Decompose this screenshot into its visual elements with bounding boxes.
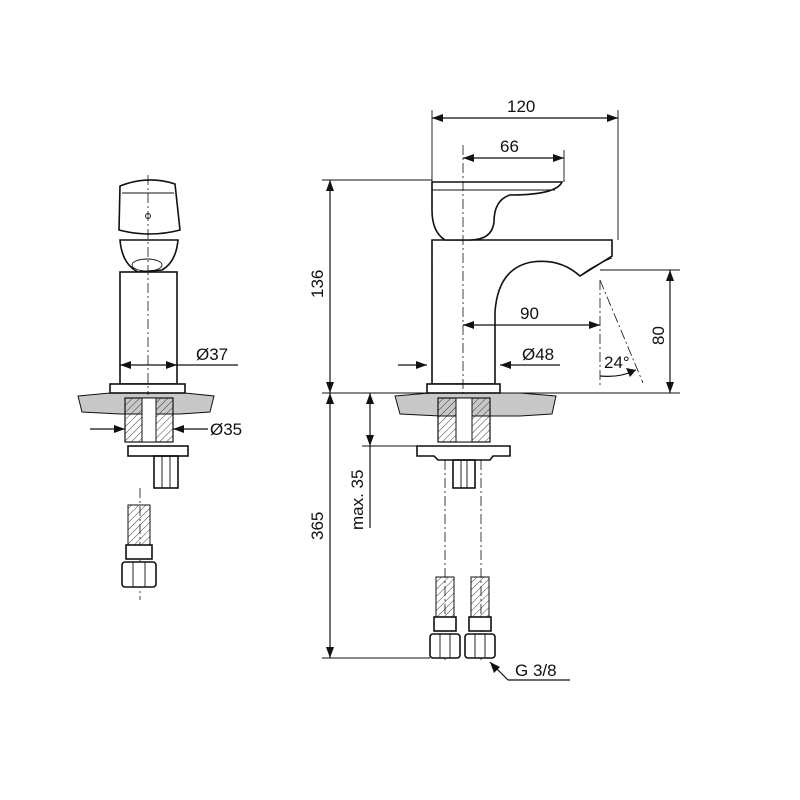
side-view xyxy=(77,175,215,600)
front-mounting-plate xyxy=(416,445,511,461)
dim-overall-width: 120 xyxy=(431,97,619,240)
side-aerator xyxy=(119,239,179,273)
dim-label-o48: Ø48 xyxy=(522,345,554,364)
side-nut xyxy=(127,445,189,457)
dim-hose-length: 365 xyxy=(308,393,430,659)
side-connector xyxy=(153,455,179,489)
side-hose-nut xyxy=(121,561,157,588)
side-hose-ferrule xyxy=(125,544,153,560)
dim-base-diameter-front: Ø48 xyxy=(398,345,560,369)
dim-max-counter-thickness: max. 35 xyxy=(348,393,417,530)
front-hose-left xyxy=(435,576,455,618)
dim-hose-thread: G 3/8 xyxy=(489,661,570,681)
dim-handle-reach: 66 xyxy=(463,137,565,182)
front-hose-right xyxy=(470,576,490,618)
front-shank-core xyxy=(455,397,473,443)
side-shank-core xyxy=(141,397,157,443)
front-hose-nut-right xyxy=(464,633,496,659)
side-aerator-mesh xyxy=(131,258,163,272)
front-hose-nut-left xyxy=(429,633,461,659)
dim-label-66: 66 xyxy=(500,137,519,156)
side-base-plate xyxy=(109,383,186,394)
dim-spout-clearance: 80 xyxy=(600,269,680,393)
front-tap-body xyxy=(431,239,613,385)
side-handle xyxy=(118,179,181,235)
front-handle xyxy=(431,181,564,241)
dim-label-g38: G 3/8 xyxy=(515,661,557,680)
dim-label-o37: Ø37 xyxy=(196,345,228,364)
dim-label-80: 80 xyxy=(649,326,668,345)
dim-spray-angle: 24° xyxy=(599,279,644,385)
dim-label-24-deg: 24° xyxy=(604,353,630,372)
dim-label-90: 90 xyxy=(520,304,539,323)
front-view xyxy=(394,145,613,660)
dim-height: 136 xyxy=(308,179,432,393)
dim-label-max-35: max. 35 xyxy=(348,470,367,530)
dim-label-120: 120 xyxy=(507,97,535,116)
front-connector xyxy=(452,459,476,489)
dim-label-o35: Ø35 xyxy=(210,420,242,439)
dim-label-365: 365 xyxy=(308,512,327,540)
dim-spout-reach: 90 xyxy=(463,304,600,329)
dim-shank-diameter: Ø35 xyxy=(90,420,242,439)
front-base-plate xyxy=(426,383,501,394)
dim-label-136: 136 xyxy=(308,270,327,298)
side-hose xyxy=(127,504,151,546)
dim-base-diameter-side: Ø37 xyxy=(120,345,238,369)
